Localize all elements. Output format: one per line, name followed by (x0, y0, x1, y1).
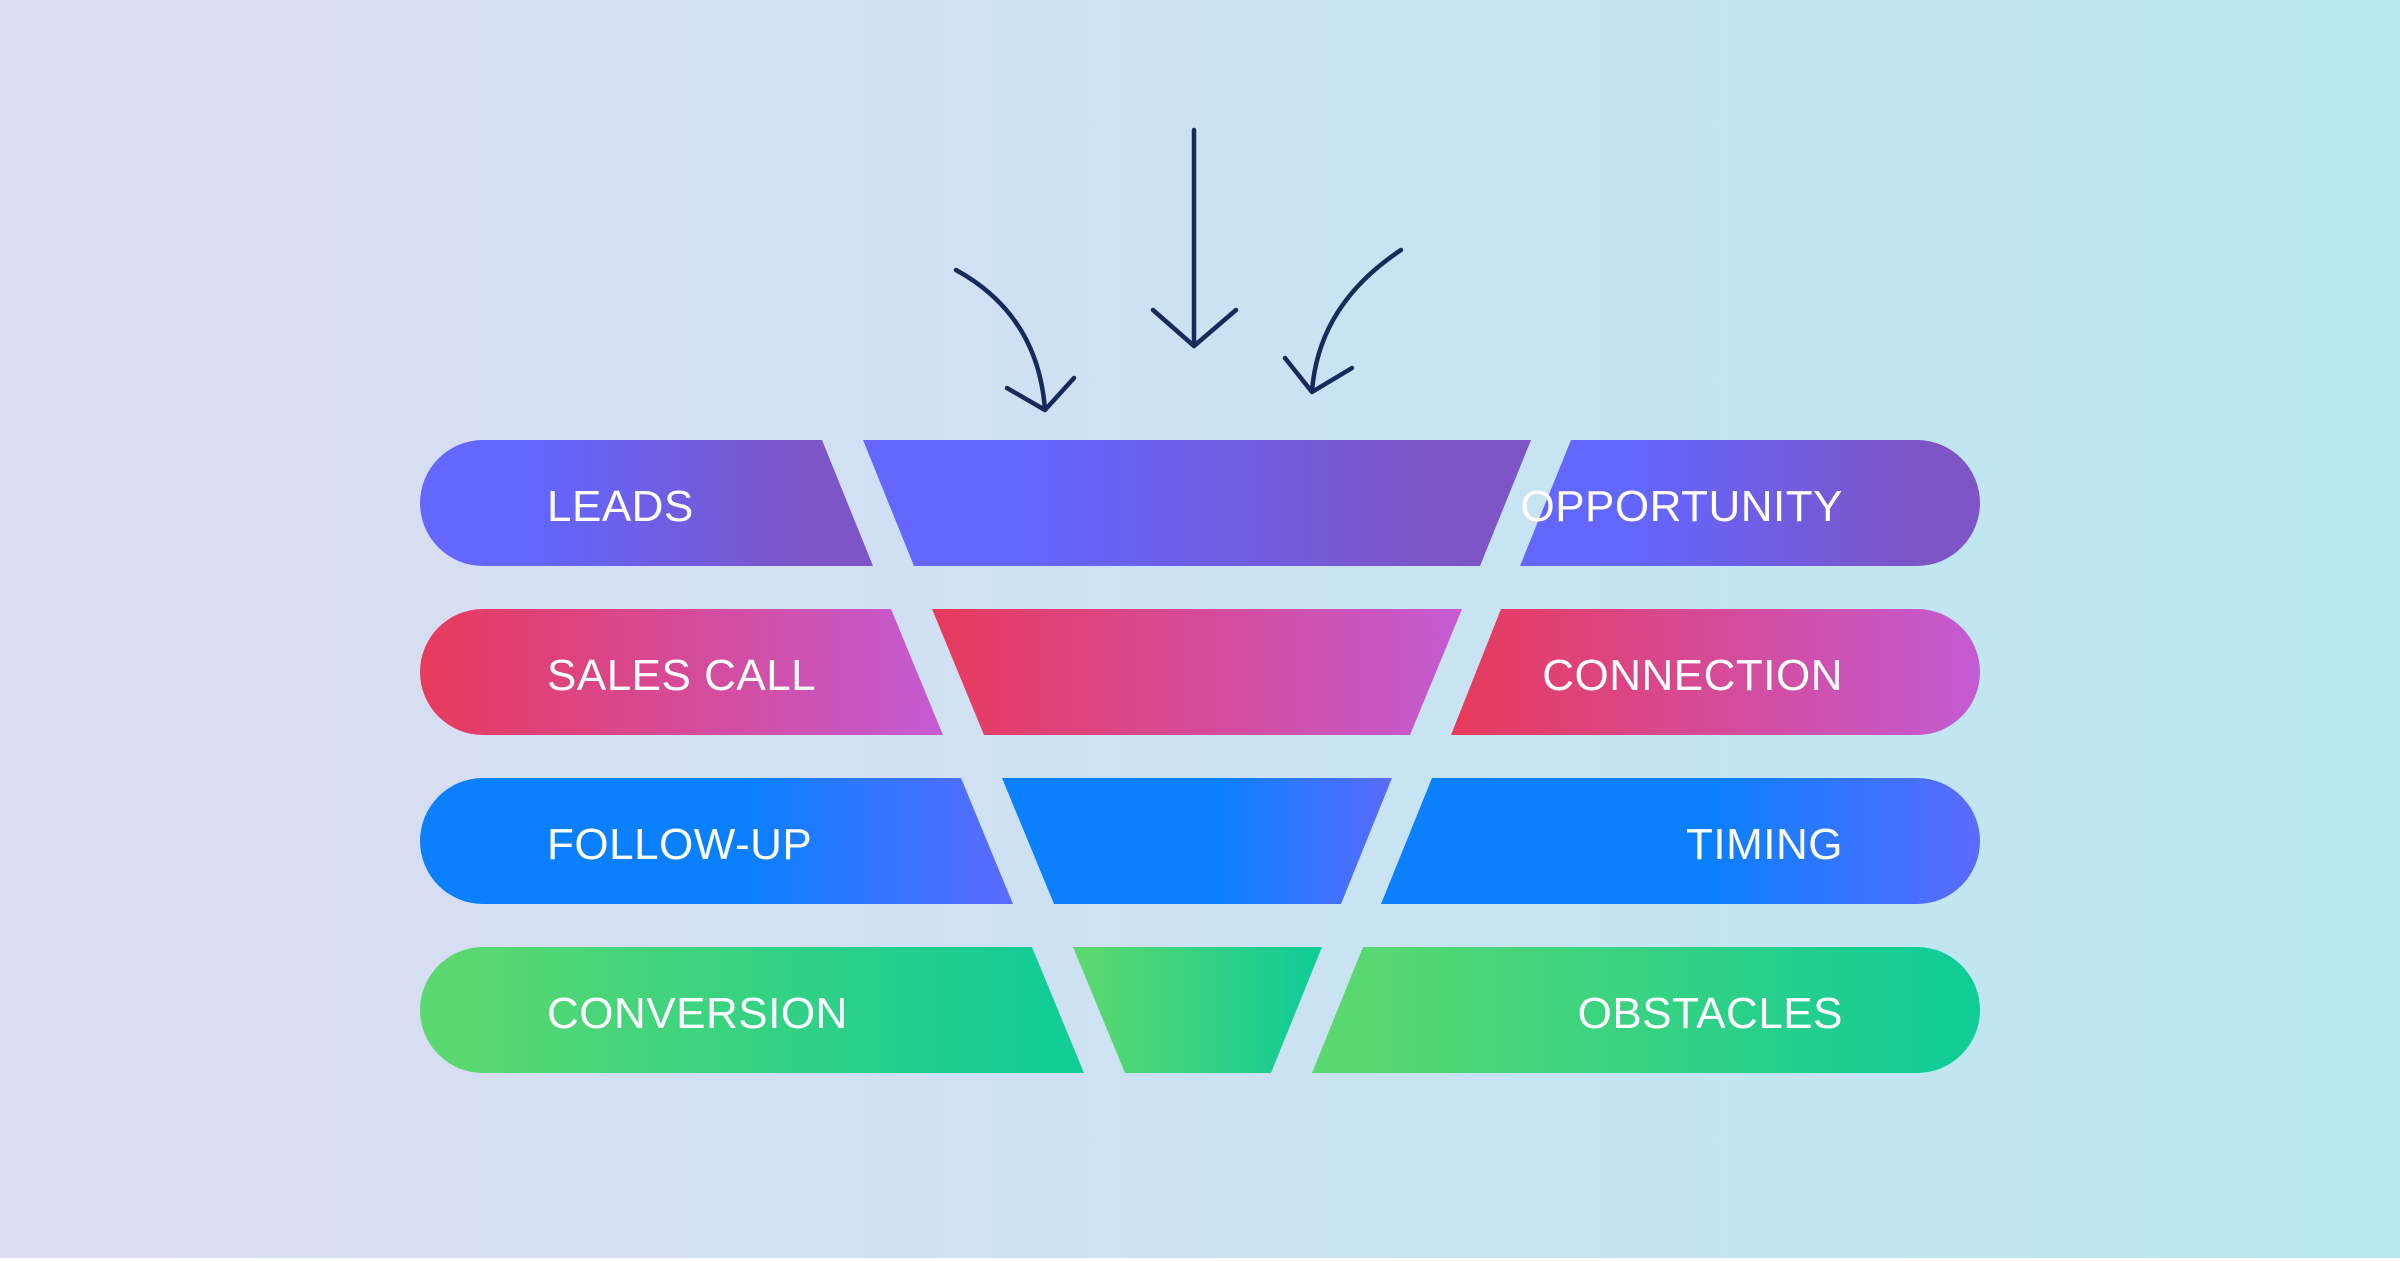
conversion-label: CONVERSION (547, 989, 848, 1038)
opportunity-label: OPPORTUNITY (1520, 482, 1843, 531)
obstacles-label: OBSTACLES (1578, 989, 1843, 1038)
right-curved-arrow-icon (1282, 247, 1404, 395)
funnel-segment-1 (863, 440, 1531, 566)
timing-label: TIMING (1686, 820, 1843, 869)
opportunity-bar (1520, 440, 1980, 566)
sales-call-label: SALES CALL (547, 651, 816, 700)
arrows-group (953, 127, 1404, 413)
center-arrow-icon (1150, 127, 1239, 349)
conversion-bar (420, 947, 1084, 1073)
funnel-row-follow-up: FOLLOW-UP TIMING (420, 778, 1980, 904)
funnel-row-conversion: CONVERSION OBSTACLES (420, 947, 1980, 1073)
follow-up-bar (420, 778, 1013, 904)
connection-label: CONNECTION (1542, 651, 1843, 700)
funnel-segment-3 (1002, 778, 1392, 904)
connection-bar (1451, 609, 1980, 735)
follow-up-label: FOLLOW-UP (547, 820, 812, 869)
left-curved-arrow-icon (953, 267, 1077, 413)
funnel-row-sales-call: SALES CALL CONNECTION (420, 609, 1980, 735)
timing-bar (1381, 778, 1980, 904)
funnel-row-leads: LEADS OPPORTUNITY (420, 440, 1980, 566)
sales-call-bar (420, 609, 943, 735)
leads-label: LEADS (547, 482, 694, 531)
obstacles-bar (1312, 947, 1980, 1073)
funnel-segment-4 (1073, 947, 1322, 1073)
leads-bar (420, 440, 873, 566)
funnel-segment-2 (932, 609, 1462, 735)
bottom-strip (0, 1258, 2400, 1261)
